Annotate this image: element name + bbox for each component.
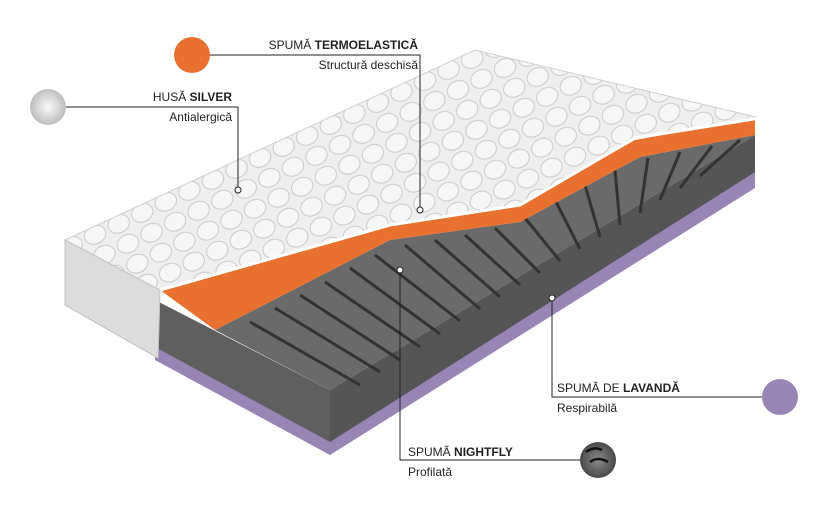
silver-swatch-icon (30, 89, 66, 125)
marker-termoelastica (416, 206, 424, 214)
termoelastica-swatch-icon (174, 37, 210, 73)
silver-cover-layer (64, 49, 761, 359)
lavanda-swatch-icon (762, 379, 798, 415)
silver-subtitle: Antialergică (169, 110, 232, 124)
silver-title: HUSĂ SILVER (152, 90, 232, 104)
marker-nightfly (396, 266, 404, 274)
nightfly-title: SPUMĂ NIGHTFLY (408, 445, 513, 459)
nightfly-foam-layer (155, 135, 755, 442)
nightfly-subtitle: Profilată (408, 465, 453, 479)
marker-lavanda (548, 294, 556, 302)
marker-silver (234, 186, 242, 194)
lavanda-subtitle: Respirabilă (557, 401, 618, 415)
nightfly-swatch-icon (580, 442, 616, 478)
termoelastic-foam-layer (160, 118, 755, 330)
termoelastica-subtitle: Structură deschisă (318, 58, 418, 72)
termoelastica-title: SPUMĂ TERMOELASTICĂ (268, 38, 418, 52)
lavanda-title: SPUMĂ DE LAVANDĂ (557, 381, 680, 395)
callout-lines (66, 54, 762, 461)
